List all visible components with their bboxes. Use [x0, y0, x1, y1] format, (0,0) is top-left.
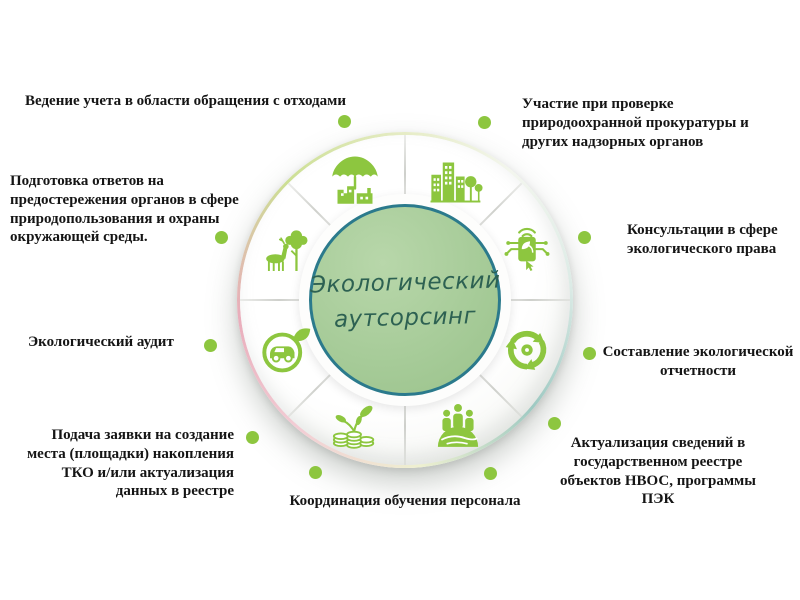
label-eco-reporting: Составление экологической отчетности [602, 344, 794, 379]
center-circle: Экологический аутсорсинг [309, 204, 501, 396]
center-title-line1: Экологический [309, 267, 501, 298]
label-inspection-participation: Участие при проверке природоохранной про… [522, 96, 749, 150]
team-globe-icon [430, 397, 486, 453]
deer-tree-icon [257, 222, 313, 278]
label-eco-audit: Экологический аудит [28, 334, 174, 350]
bullet-dot [246, 431, 259, 444]
bullet-dot [578, 231, 591, 244]
eco-city-icon [427, 152, 483, 208]
umbrella-protection-icon [327, 153, 383, 209]
bullet-dot [583, 347, 596, 360]
bullet-dot [484, 467, 497, 480]
label-tko-application: Подача заявки на создание места (площадк… [26, 427, 234, 500]
bullet-dot [309, 466, 322, 479]
bullet-dot [338, 115, 351, 128]
label-training-coordination: Координация обучения персонала [289, 493, 521, 509]
label-registry-update: Актуализация сведений в государственном … [560, 435, 756, 508]
eco-device-icon [499, 222, 555, 278]
recycling-icon [499, 322, 555, 378]
bullet-dot [215, 231, 228, 244]
center-title-line2: аутсорсинг [333, 302, 477, 333]
bullet-dot [204, 339, 217, 352]
coins-plant-icon [326, 396, 382, 452]
label-waste-accounting: Ведение учета в области обращения с отхо… [25, 93, 346, 109]
eco-car-icon [256, 321, 312, 377]
label-authority-responses: Подготовка ответов на предостережения ор… [10, 173, 239, 246]
bullet-dot [478, 116, 491, 129]
bullet-dot [548, 417, 561, 430]
label-legal-consulting: Консультации в сфере экологического прав… [627, 222, 778, 257]
